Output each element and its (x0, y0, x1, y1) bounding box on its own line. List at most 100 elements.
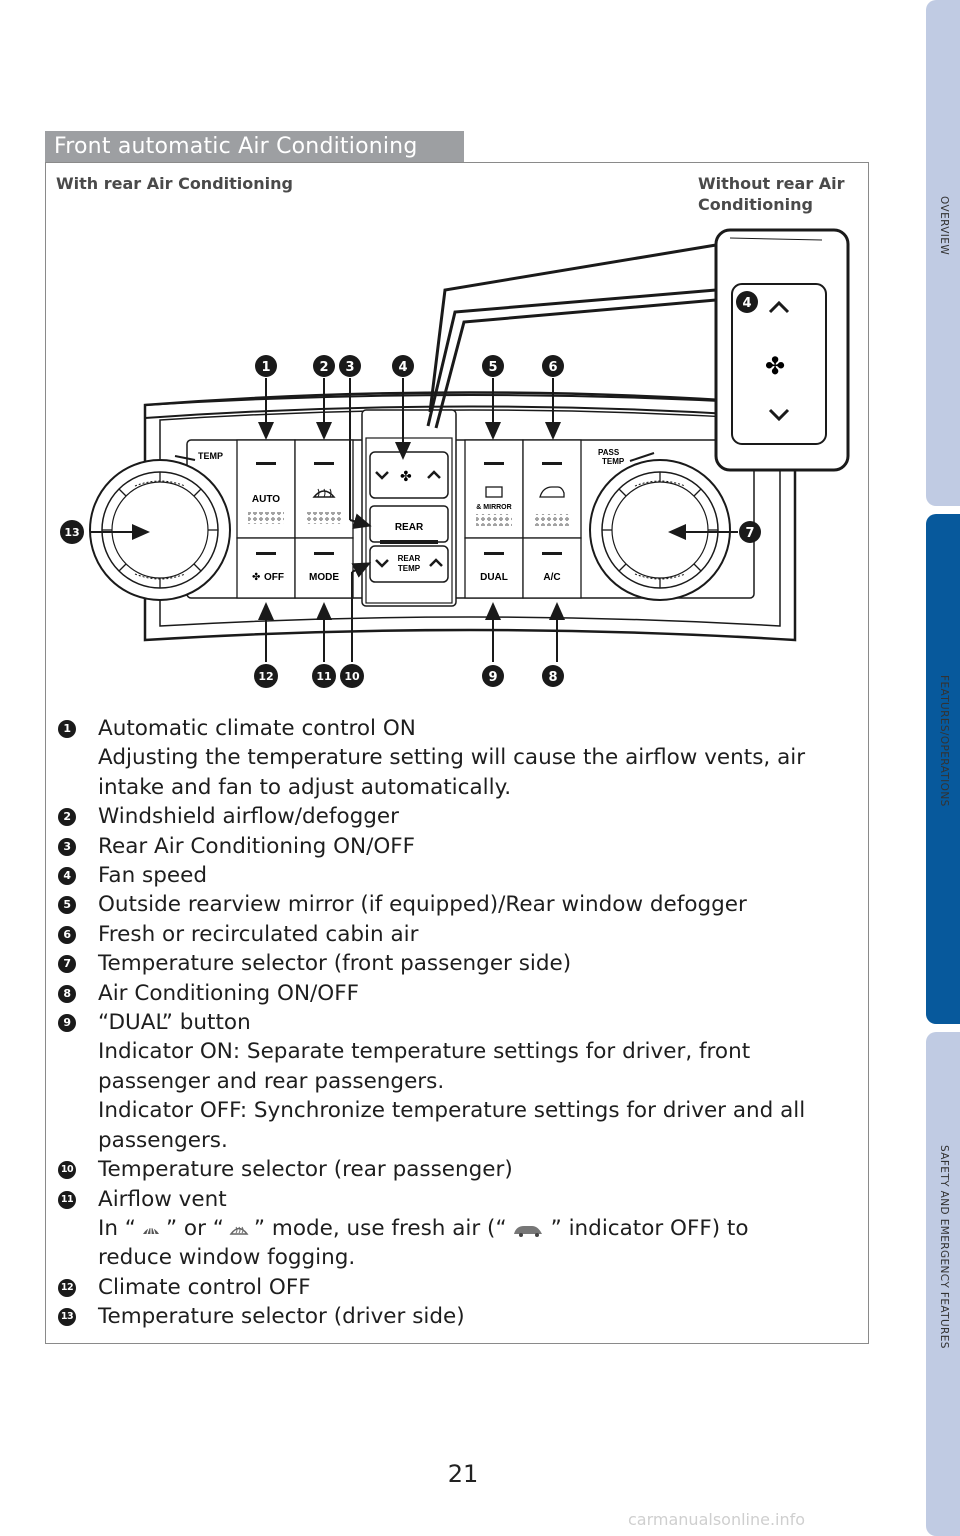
svg-text:8: 8 (548, 670, 557, 685)
fan-speed-inset: ✤ (426, 228, 850, 472)
callout-1: 1 (255, 355, 277, 377)
callout-5: 5 (482, 355, 504, 377)
legend-text: Fresh or recirculated cabin air (98, 921, 419, 947)
fan-icon: ✤ (400, 469, 412, 485)
legend-badge: 8 (58, 984, 76, 1003)
legend-badge: 9 (58, 1014, 76, 1033)
windshield-defogger-icon (229, 1226, 249, 1235)
fan-speed-rocker[interactable]: ✤ (369, 451, 449, 499)
legend-text: Fan speed (98, 863, 207, 889)
fan-icon: ✤ (252, 572, 260, 583)
pass-temp-label: TEMP (602, 457, 625, 466)
airflow-note: In “” or “” mode, use fresh air (“” indi… (98, 1215, 749, 1241)
legend-badge: 4 (58, 867, 76, 886)
callout-2: 2 (313, 355, 335, 377)
legend-text: Outside rearview mirror (if equipped)/Re… (98, 892, 747, 918)
auto-label: AUTO (252, 494, 280, 505)
temp-label: TEMP (198, 451, 223, 461)
rear-temp-rocker[interactable]: REAR TEMP (369, 545, 449, 583)
callout-6: 6 (542, 355, 564, 377)
legend-badge: 11 (58, 1190, 76, 1209)
legend-badge: 12 (58, 1278, 76, 1297)
recirculate-car-icon (539, 486, 565, 498)
legend-text: Air Conditioning ON/OFF (98, 980, 359, 1006)
svg-text:5: 5 (488, 360, 497, 375)
list-item: 2 Windshield airflow/defogger (58, 802, 848, 831)
list-item: 4 Fan speed (58, 861, 848, 890)
climate-panel-diagram: TEMP PASS TEMP AUTO ✤ OFF MODE ✤ REAR (60, 228, 850, 688)
legend-text: Automatic climate control ON (98, 716, 416, 741)
with-rear-label: With rear Air Conditioning (56, 174, 293, 193)
callout-11: 11 (312, 664, 336, 688)
callout-4-inset: 4 (736, 291, 758, 313)
mode-button[interactable]: MODE (294, 537, 354, 599)
tab-overview[interactable]: OVERVIEW (926, 0, 960, 506)
tab-safety-emergency[interactable]: SAFETY AND EMERGENCY FEATURES (926, 1032, 960, 1536)
windshield-airflow-icon (142, 1226, 159, 1235)
ac-label: A/C (543, 572, 560, 583)
tab-overview-label: OVERVIEW (938, 196, 950, 256)
tab-safety-label: SAFETY AND EMERGENCY FEATURES (938, 1145, 950, 1349)
callout-13: 13 (60, 520, 84, 544)
legend-list: 1 Automatic climate control ON Adjusting… (58, 714, 848, 1332)
dual-button[interactable]: DUAL (464, 537, 524, 599)
mirror-label: & MIRROR (476, 504, 511, 511)
fan-up-icon (427, 470, 441, 479)
svg-text:4: 4 (398, 360, 407, 375)
list-item: 5 Outside rearview mirror (if equipped)/… (58, 890, 848, 919)
tab-features-operations[interactable]: FEATURES/OPERATIONS (926, 514, 960, 1024)
off-button[interactable]: ✤ OFF (236, 537, 296, 599)
fan-down-icon (375, 471, 389, 480)
svg-text:13: 13 (64, 526, 79, 539)
list-item: 13 Temperature selector (driver side) (58, 1302, 848, 1331)
legend-text: passengers. (98, 1127, 228, 1153)
legend-text: Windshield airflow/defogger (98, 804, 399, 830)
content-frame (45, 162, 869, 1344)
tab-features-label: FEATURES/OPERATIONS (938, 675, 950, 807)
auto-button[interactable]: AUTO (236, 439, 296, 539)
rear-defogger-icon (485, 486, 503, 498)
off-label: OFF (264, 572, 284, 583)
callout-12: 12 (254, 664, 278, 688)
without-rear-label-line2: Conditioning (698, 195, 813, 214)
defogger-button[interactable] (294, 439, 354, 539)
svg-text:2: 2 (319, 360, 328, 375)
legend-badge: 10 (58, 1161, 76, 1180)
legend-text: Adjusting the temperature setting will c… (98, 745, 806, 771)
legend-text: Temperature selector (driver side) (98, 1304, 465, 1330)
mode-label: MODE (309, 572, 339, 583)
rear-button[interactable]: REAR (369, 505, 449, 544)
list-item: 1 Automatic climate control ON Adjusting… (58, 714, 848, 802)
svg-text:10: 10 (344, 670, 360, 683)
svg-text:7: 7 (745, 526, 754, 541)
svg-text:9: 9 (488, 670, 497, 685)
legend-text: Temperature selector (front passenger si… (98, 951, 572, 977)
legend-text: Airflow vent (98, 1186, 227, 1212)
callout-8: 8 (542, 665, 564, 687)
mirror-defogger-button[interactable]: & MIRROR (464, 439, 524, 539)
svg-text:6: 6 (548, 360, 557, 375)
svg-text:11: 11 (316, 670, 331, 683)
callout-4: 4 (392, 355, 414, 377)
svg-text:3: 3 (345, 360, 354, 375)
callout-3: 3 (339, 355, 361, 377)
list-item: 7 Temperature selector (front passenger … (58, 949, 848, 978)
recirculate-button[interactable] (522, 439, 582, 539)
svg-text:1: 1 (261, 360, 270, 375)
ac-button[interactable]: A/C (522, 537, 582, 599)
legend-text: “DUAL” button (98, 1010, 251, 1036)
callout-7: 7 (739, 521, 761, 543)
legend-badge: 5 (58, 896, 76, 915)
list-item: 6 Fresh or recirculated cabin air (58, 920, 848, 949)
recirculate-car-icon (513, 1225, 542, 1237)
pass-label: PASS (598, 448, 620, 457)
driver-temp-knob (89, 459, 231, 601)
callout-9: 9 (482, 665, 504, 687)
inset-fan-icon: ✤ (765, 352, 785, 380)
watermark: carmanualsonline.info (628, 1510, 806, 1529)
legend-badge: 6 (58, 925, 76, 944)
inset-fan-up-icon (768, 300, 790, 314)
list-item: 9 “DUAL” button Indicator ON: Separate t… (58, 1008, 848, 1155)
legend-text: reduce window fogging. (98, 1245, 356, 1271)
legend-text: passenger and rear passengers. (98, 1068, 445, 1094)
